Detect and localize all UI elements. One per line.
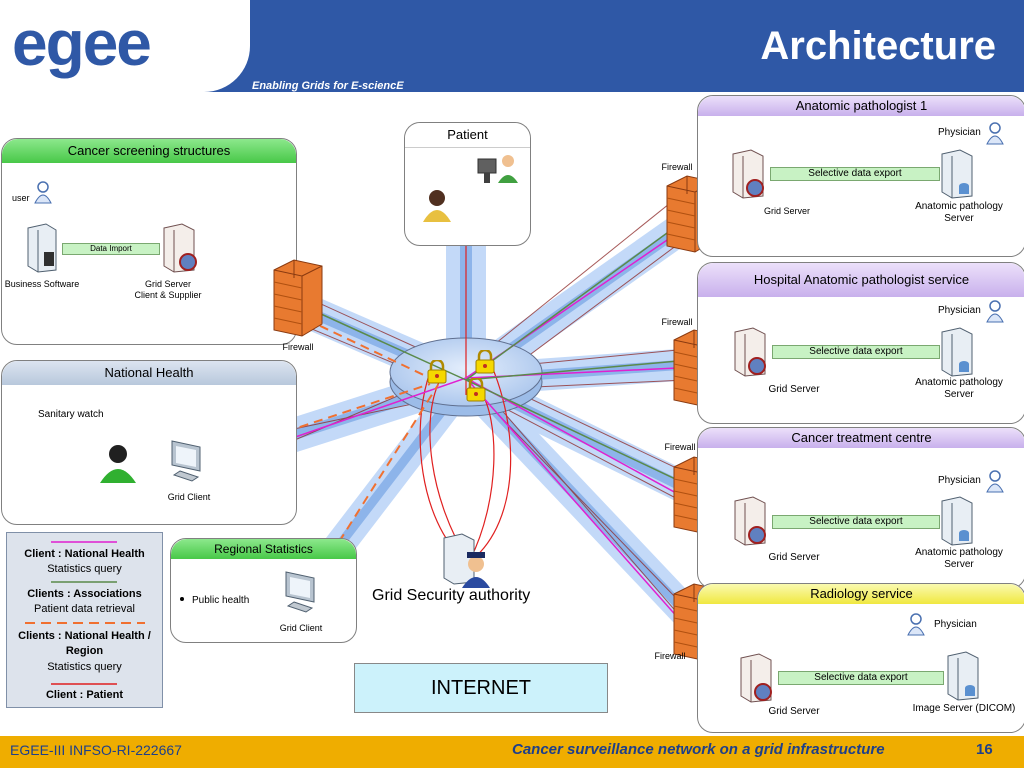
grid-server-icon [737,652,777,704]
grid-client-icon [282,568,322,614]
server-label: Anatomic pathology [915,547,1003,558]
slide-title: Architecture [760,24,996,68]
physician-label: Physician [938,305,981,316]
grid-server-sublabel: Client & Supplier [134,290,202,300]
firewall-icon [272,258,324,338]
hospital-title: Hospital Anatomic pathologist service [698,263,1024,297]
physician-label: Physician [938,127,981,138]
public-health-label: Public health [192,595,250,606]
data-import-label: Data Import [62,243,160,255]
selective-export-label: Selective data export [772,515,940,529]
internet-label: INTERNET [354,663,608,713]
regional-box: Regional Statistics [170,538,357,643]
physician-icon [986,121,1004,145]
grid-client-icon [168,437,208,483]
firewall-label: Firewall [661,317,693,327]
server-label-2: Server [944,389,974,400]
grid-server-label: Grid Server [144,279,191,289]
regional-title: Regional Statistics [171,539,356,559]
physician-label: Physician [934,619,977,630]
egee-logo: egee [12,7,152,79]
lock-icon [466,376,486,402]
sanitary-watch-label: Sanitary watch [38,409,104,420]
computer-user-icon [476,153,520,189]
ap1-title: Anatomic pathologist 1 [698,96,1024,116]
grid-client-label: Grid Client [167,492,211,502]
radiology-title: Radiology service [698,584,1024,604]
tagline: Enabling Grids for E-sciencE [252,80,404,92]
user-icon [34,180,52,204]
legend-patient-retrieval: Patient data retrieval [34,603,135,615]
server-label-2: Server [944,559,974,570]
grid-security-authority-label: Grid Security authority [372,587,531,604]
firewall-label: Firewall [661,162,693,172]
physician-icon [907,612,925,636]
selective-export-label: Selective data export [770,167,940,181]
footer-project-id: EGEE-III INFSO-RI-222667 [10,742,182,758]
legend-region: Region [65,645,104,657]
lock-icon [475,348,495,374]
server-label: Anatomic pathology [915,377,1003,388]
legend-region-statistics: Statistics query [47,661,122,673]
server-icon [944,650,984,702]
national-health-title: National Health [2,361,296,385]
grid-server-icon [729,148,769,200]
business-software-label: Business Software [4,279,80,289]
firewall-label: Firewall [664,442,696,452]
user-label: user [12,193,30,203]
footer-bar [0,736,1024,768]
lock-icon [427,358,447,384]
treatment-title: Cancer treatment centre [698,428,1024,448]
selective-export-label: Selective data export [778,671,944,685]
server-label: Image Server (DICOM) [912,703,1016,714]
server-icon [938,495,978,547]
legend-national-region: Clients : National Health / [18,630,151,642]
legend: Client : National Health Statistics quer… [6,532,163,708]
grid-server-label: Grid Server [768,552,820,563]
security-authority-icon [440,532,490,588]
person-icon [98,443,138,483]
selective-export-label: Selective data export [772,345,940,359]
server-icon [938,326,978,378]
grid-server-icon [160,222,200,274]
physician-icon [986,299,1004,323]
bullet-dot [180,597,184,601]
server-label: Anatomic pathology [915,201,1003,212]
legend-statistics-query: Statistics query [47,563,122,575]
firewall-label: Firewall [282,342,314,352]
legend-patient: Client : Patient [45,689,123,701]
patient-box: Patient [404,122,531,246]
screening-title: Cancer screening structures [2,139,296,163]
national-health-box: National Health [1,360,297,525]
grid-server-icon [731,495,771,547]
server-label-2: Server [944,213,974,224]
patient-person-icon [422,188,452,222]
patient-box-title: Patient [405,123,530,148]
grid-server-label: Grid Server [768,706,820,717]
page-number: 16 [976,741,993,758]
legend-national-health: Client : National Health [24,548,145,560]
firewall-label: Firewall [654,651,686,661]
grid-client-label: Grid Client [279,623,323,633]
footer-title: Cancer surveillance network on a grid in… [512,741,885,758]
physician-label: Physician [938,475,981,486]
legend-associations: Clients : Associations [27,588,142,600]
grid-server-label: Grid Server [763,206,810,216]
grid-server-label: Grid Server [768,384,820,395]
server-icon [24,222,60,274]
physician-icon [986,469,1004,493]
logo-area [0,0,250,92]
server-icon [938,148,978,200]
grid-server-icon [731,326,771,378]
